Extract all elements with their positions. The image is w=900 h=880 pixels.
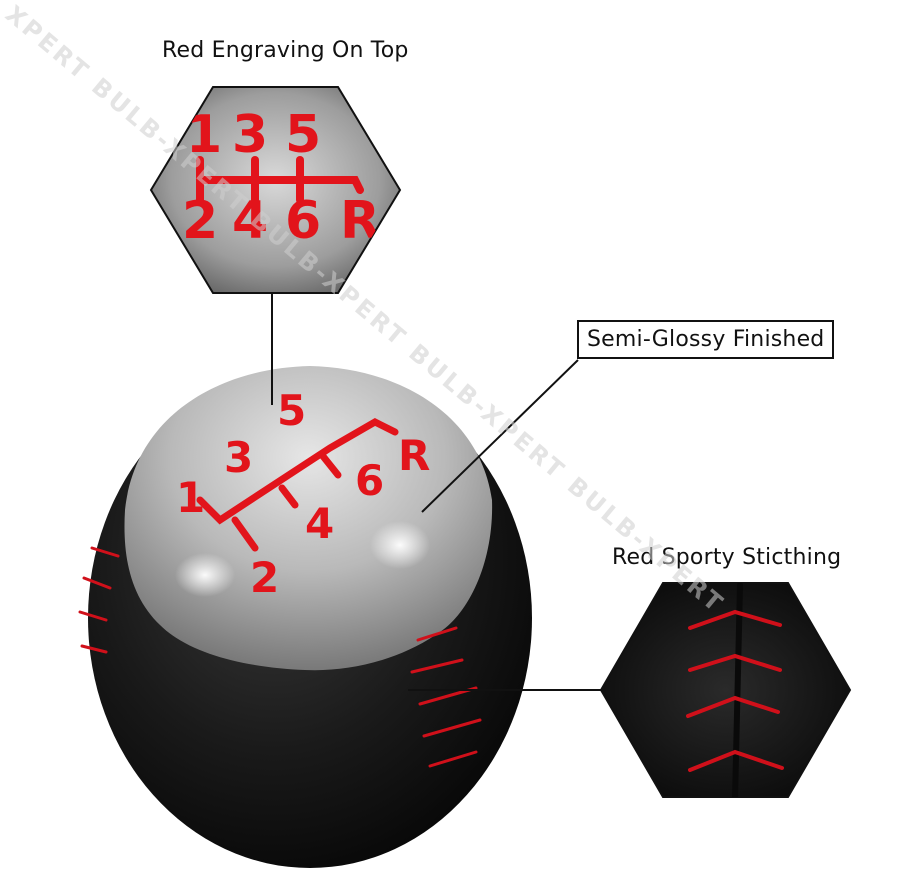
- svg-text:5: 5: [285, 105, 321, 165]
- engraving-closeup: 1 3 5 2 4 6 R: [149, 86, 402, 294]
- stitching-closeup: [599, 582, 852, 798]
- svg-text:3: 3: [232, 105, 268, 165]
- label-finish: Semi-Glossy Finished: [577, 320, 835, 359]
- svg-text:4: 4: [305, 499, 334, 548]
- svg-text:4: 4: [232, 191, 268, 251]
- svg-text:6: 6: [355, 456, 384, 505]
- label-stitch: Red Sporty Sticthing: [612, 545, 842, 570]
- label-top: Red Engraving On Top: [162, 38, 409, 63]
- svg-text:R: R: [340, 191, 380, 251]
- callout-lines: [271, 293, 601, 691]
- svg-text:2: 2: [250, 553, 279, 602]
- svg-text:2: 2: [182, 191, 218, 251]
- svg-text:1: 1: [176, 473, 205, 522]
- svg-text:R: R: [398, 431, 430, 480]
- svg-text:6: 6: [285, 191, 321, 251]
- shift-knob: 1 3 5 2 4 6 R: [78, 366, 532, 868]
- svg-text:5: 5: [277, 386, 306, 435]
- svg-text:3: 3: [224, 433, 253, 482]
